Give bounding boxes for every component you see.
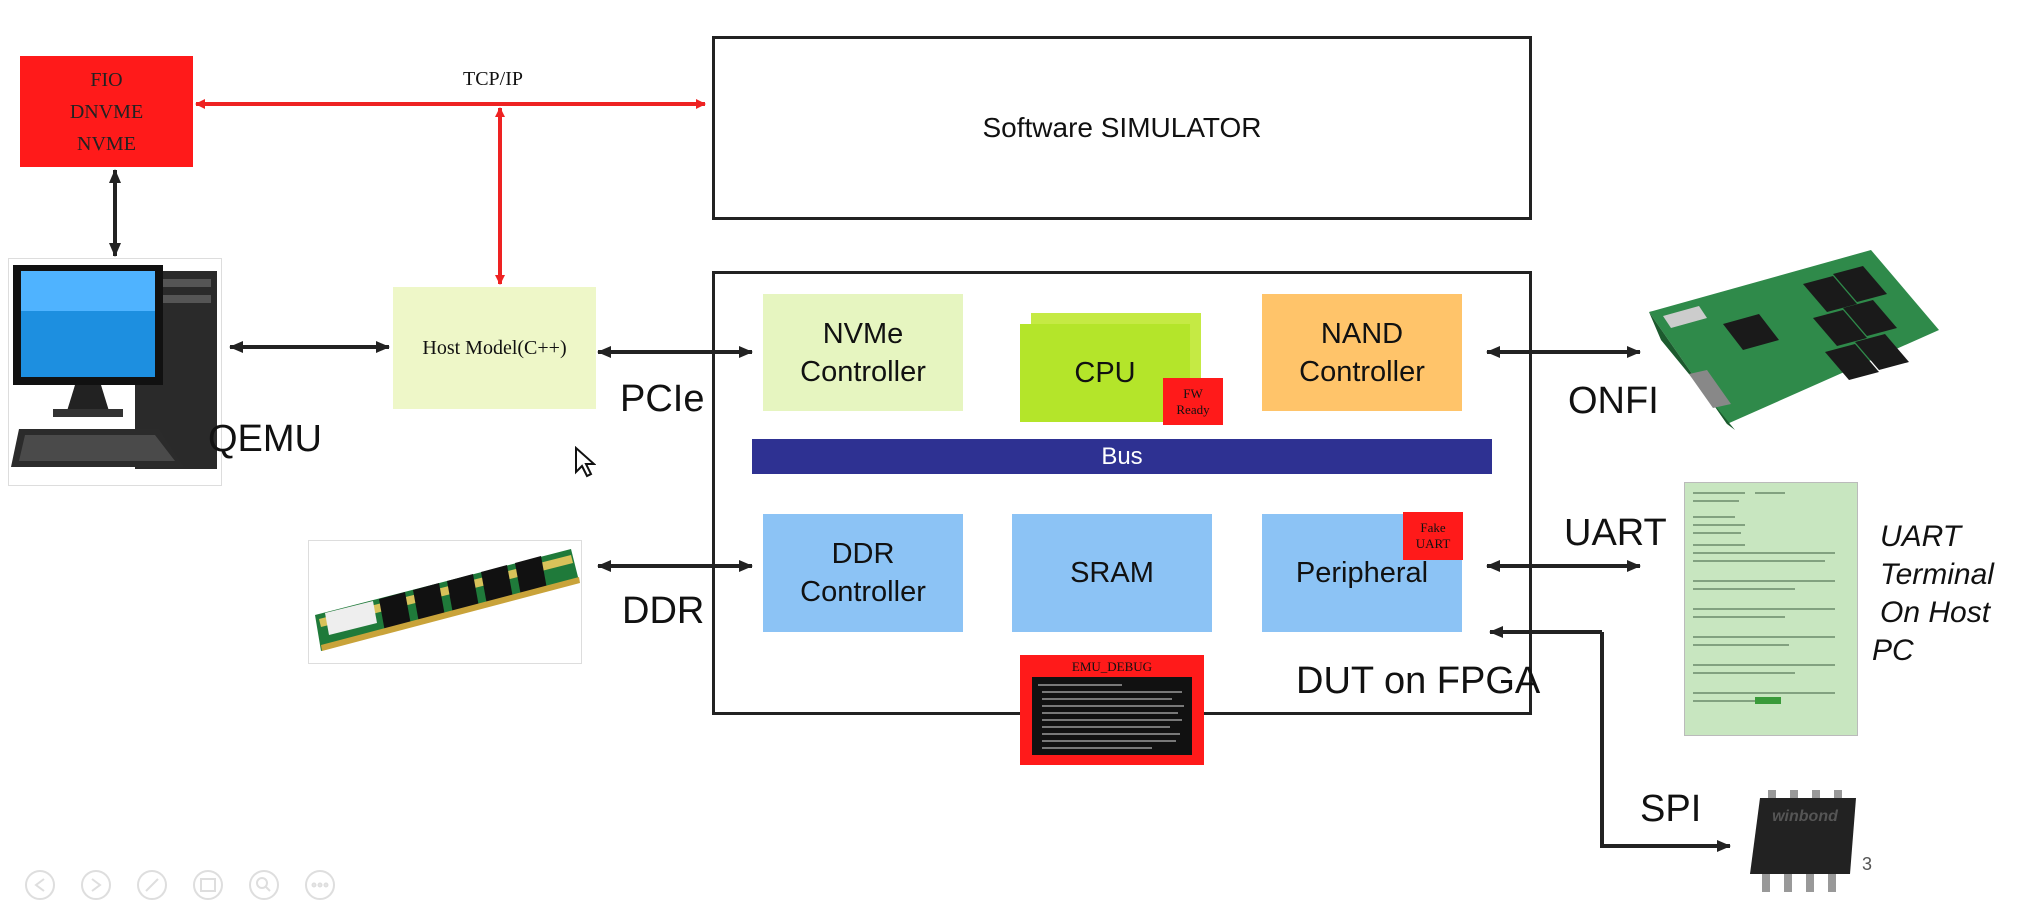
sram-block: SRAM	[1012, 514, 1212, 632]
ddr-controller-block: DDR Controller	[763, 514, 963, 632]
tcpip-label: TCP/IP	[463, 68, 524, 90]
uart-terminal-caption: UART Terminal On Host PC	[1872, 518, 1994, 670]
cpu-label: CPU	[1074, 356, 1136, 389]
prev-icon	[25, 870, 55, 900]
bus-bar: Bus	[752, 439, 1492, 474]
next-icon	[81, 870, 111, 900]
ddr-ctrl-line2: Controller	[800, 576, 926, 608]
onfi-label: ONFI	[1568, 380, 1659, 422]
spi-label: SPI	[1640, 788, 1702, 830]
nvme-label: NVME	[77, 132, 136, 155]
dnvme-label: DNVME	[69, 100, 144, 123]
emu-debug-block: EMU_DEBUG	[1020, 655, 1204, 765]
slideshow-toolbar	[20, 868, 360, 902]
nvme-controller-block: NVMe Controller	[763, 294, 963, 411]
zoom-icon	[249, 870, 279, 900]
fake-uart-line2: UART	[1415, 536, 1451, 551]
ddr-memory-module-icon	[308, 540, 582, 664]
nand-line2: Controller	[1299, 355, 1425, 388]
bus-label: Bus	[1101, 442, 1143, 470]
peripheral-label: Peripheral	[1295, 556, 1429, 589]
fio-label: FIO	[90, 68, 123, 91]
terminal-screenshot-icon	[1684, 482, 1858, 736]
spi-arrow	[1600, 632, 1731, 852]
page-number: 3	[1862, 854, 1873, 874]
nand-line1: NAND	[1320, 317, 1404, 350]
uart-terminal-line4: PC	[1872, 634, 1914, 667]
nvme-line2: Controller	[800, 355, 926, 388]
screen-icon	[193, 870, 223, 900]
host-tools-box: FIO DNVME NVME	[20, 56, 193, 167]
fake-uart-badge: Fake UART	[1403, 512, 1463, 560]
host-model-box: Host Model(C++)	[393, 287, 596, 409]
software-simulator-box: Software SIMULATOR	[712, 36, 1532, 220]
software-simulator-label: Software SIMULATOR	[982, 112, 1262, 143]
pen-icon	[137, 870, 167, 900]
pcie-label: PCIe	[620, 378, 705, 420]
emu-debug-label: EMU_DEBUG	[1071, 659, 1153, 674]
ddr-ctrl-line1: DDR	[831, 538, 895, 570]
uart-terminal-line1: UART	[1880, 520, 1962, 553]
fw-ready-badge: FW Ready	[1163, 378, 1223, 425]
nand-controller-block: NAND Controller	[1262, 294, 1462, 411]
host-model-label: Host Model(C++)	[422, 336, 567, 359]
uart-terminal-line2: Terminal	[1880, 558, 1994, 591]
chip-brand-label: winbond	[1772, 808, 1838, 825]
emu-debug-console	[1032, 677, 1192, 755]
dut-on-fpga-label: DUT on FPGA	[1296, 660, 1541, 702]
fw-ready-line2: Ready	[1176, 401, 1210, 417]
cpu-block: CPU	[1020, 324, 1190, 422]
uart-label: UART	[1564, 512, 1667, 554]
spi-flash-chip-icon: winbond	[1746, 790, 1858, 896]
nvme-line1: NVMe	[822, 317, 904, 350]
sram-label: SRAM	[1070, 556, 1154, 589]
ddr-label: DDR	[622, 590, 705, 632]
mouse-cursor-icon	[574, 445, 597, 483]
qemu-label: QEMU	[208, 418, 322, 460]
desktop-computer-icon	[8, 258, 222, 486]
uart-terminal-line3: On Host	[1880, 596, 1991, 629]
fw-ready-line1: FW	[1183, 385, 1203, 401]
ssd-board-icon	[1643, 244, 1943, 434]
more-icon	[305, 870, 335, 900]
fake-uart-line1: Fake	[1420, 520, 1446, 535]
